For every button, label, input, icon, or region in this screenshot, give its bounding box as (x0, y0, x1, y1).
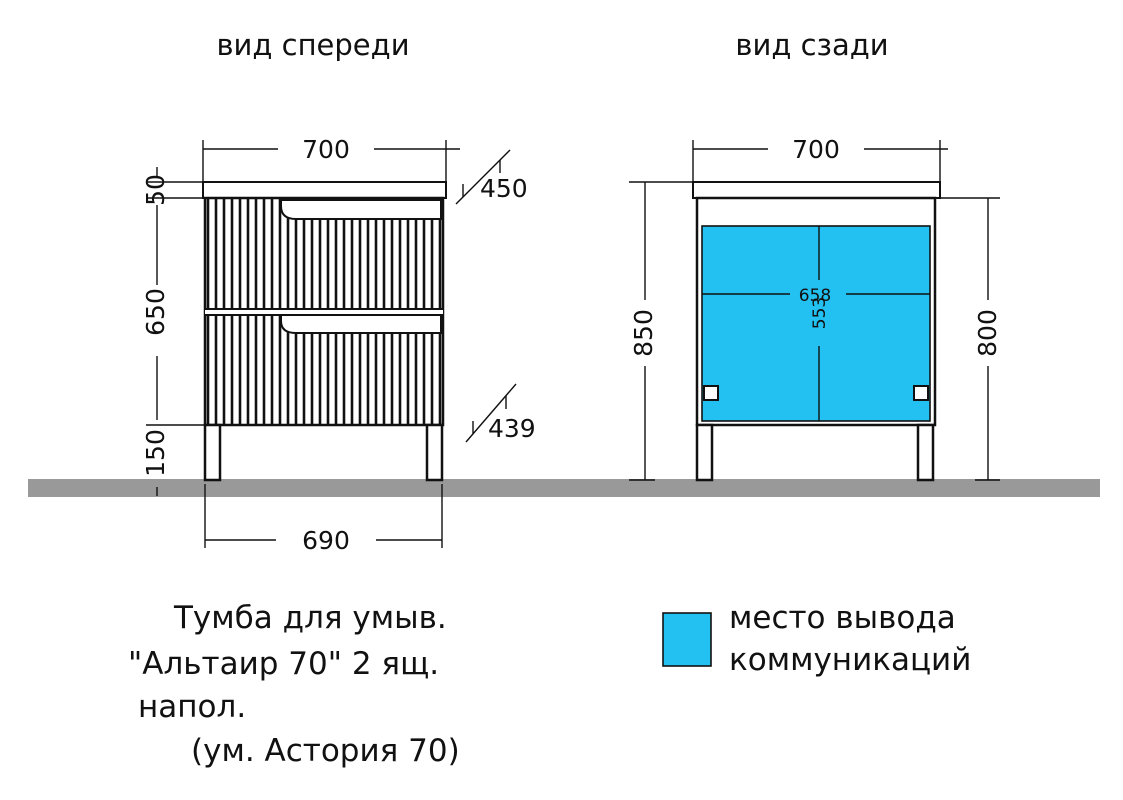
front-right-leg (425, 423, 444, 482)
front-countertop (202, 181, 447, 199)
back-right-leg (916, 423, 935, 482)
back-view-title: вид сзади (735, 28, 888, 62)
front-depth-legs: 439 (488, 414, 536, 443)
caption-line-4: (ум. Астория 70) (191, 733, 460, 769)
bottom-drawer-handle (280, 314, 442, 334)
legend-line-2: коммуникаций (729, 642, 971, 678)
front-width-bottom: 690 (302, 526, 350, 555)
front-width-top: 700 (302, 135, 350, 164)
back-countertop (692, 181, 941, 199)
back-view: 658 553 700 850 800 (629, 135, 1002, 482)
right-corner-square (913, 385, 929, 401)
back-width-top: 700 (792, 135, 840, 164)
caption-line-1: Тумба для умыв. (173, 600, 447, 636)
left-corner-square (703, 385, 719, 401)
front-body-height: 650 (141, 288, 170, 336)
zone-width: 658 (799, 286, 831, 306)
legend-swatch (662, 612, 712, 667)
front-left-leg (203, 423, 222, 482)
front-depth-top: 450 (480, 174, 528, 203)
front-top-thickness: 50 (141, 174, 170, 206)
back-total-height: 850 (629, 309, 658, 357)
legend-line-1: место вывода (729, 600, 956, 636)
communications-zone (701, 225, 931, 422)
caption-line-2: "Альтаир 70" 2 ящ. (128, 646, 439, 682)
drawer-divider (205, 309, 443, 315)
back-body-height: 800 (973, 309, 1002, 357)
zone-height: 553 (810, 297, 830, 329)
floor (28, 479, 1100, 497)
front-legs-height: 150 (141, 429, 170, 477)
front-view-title: вид спереди (216, 28, 409, 62)
caption-line-3: напол. (138, 689, 246, 725)
front-view: 700 690 450 439 50 650 150 (141, 135, 536, 555)
top-drawer-handle (280, 199, 442, 220)
back-left-leg (695, 423, 714, 482)
